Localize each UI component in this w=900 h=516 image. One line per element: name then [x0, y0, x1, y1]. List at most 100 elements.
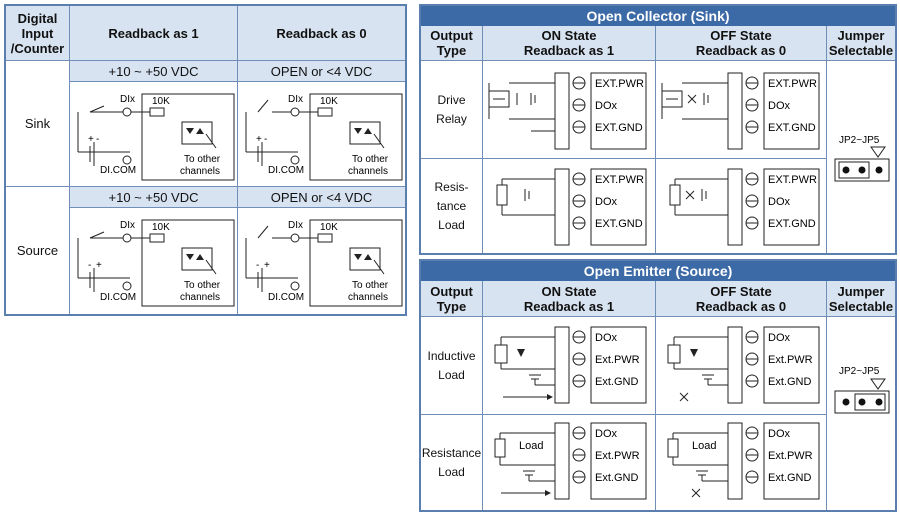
terminal-label: EXT.GND — [595, 218, 643, 230]
wiring-diagram-source-on: DIx 10K - + DI.COM To other channels — [70, 208, 238, 314]
resistor-label: 10K — [152, 222, 170, 233]
header-line: Readback as 1 — [523, 298, 615, 314]
inductive-off-wiring: DOx Ext.PWR Ext.GND — [667, 326, 820, 404]
polarity-top: + — [256, 134, 262, 145]
terminal-label: DOx — [595, 196, 618, 208]
note-line: channels — [348, 166, 388, 177]
header-output-type: Output Type — [421, 26, 483, 61]
row-label-sink: Sink — [6, 61, 70, 187]
sink-resistance-on-diagram: EXT.PWR DOx EXT.GND — [483, 159, 656, 253]
header-line: Selectable — [828, 43, 894, 58]
header-line: Readback as 1 — [523, 43, 615, 58]
header-readback-1: Readback as 1 — [70, 6, 238, 61]
load-label: Load — [519, 440, 543, 452]
resistor-label: 10K — [152, 96, 170, 107]
digital-input-table: Digital Input /Counter Readback as 1 Rea… — [4, 4, 407, 316]
common-label: DI.COM — [100, 165, 136, 176]
wiring-diagram-source-off: DIx 10K - + DI.COM To other channels — [238, 208, 405, 314]
note-line: To other — [184, 154, 221, 165]
polarity-bottom: + — [96, 260, 102, 271]
row-label-resistance-load: Resis- tance Load — [421, 159, 483, 253]
label-line: Load — [438, 217, 465, 232]
terminal-label: Ext.PWR — [595, 450, 640, 462]
header-line: /Counter — [10, 40, 65, 56]
di-sink-readback-0-diagram: DIx 10K + - DI.COM To other channels — [245, 93, 403, 181]
polarity-top: - — [256, 260, 259, 271]
terminal-label: Ext.PWR — [768, 354, 813, 366]
terminal-label: DOx — [595, 428, 618, 440]
header-line: Output — [430, 28, 473, 43]
table-title: Open Emitter (Source) — [421, 261, 895, 281]
header-jumper: Jumper Selectable — [827, 281, 895, 317]
header-line: Readback as 0 — [695, 43, 787, 58]
terminal-label: DOx — [595, 332, 618, 344]
label-line: Relay — [436, 111, 467, 126]
terminal-label: DOx — [768, 428, 791, 440]
header-readback-0: Readback as 0 — [238, 6, 405, 61]
inductive-on-wiring: DOx Ext.PWR Ext.GND — [494, 326, 647, 404]
load-label: Load — [692, 440, 716, 452]
sink-resistance-off-diagram: EXT.PWR DOx EXT.GND — [656, 159, 827, 253]
row-label-drive-relay: Drive Relay — [421, 61, 483, 159]
terminal-label: DOx — [768, 196, 791, 208]
condition-readback-0-source: OPEN or <4 VDC — [238, 187, 405, 208]
terminal-label: EXT.GND — [768, 218, 816, 230]
label-line: Load — [438, 464, 465, 479]
sink-jumper-cell: JP2~JP5 — [827, 61, 895, 253]
di-source-readback-0-diagram: DIx 10K - + DI.COM To other channels — [245, 219, 403, 307]
header-line: Readback as 0 — [695, 298, 787, 314]
source-inductive-off-diagram: DOx Ext.PWR Ext.GND — [656, 317, 827, 415]
jumper-label: JP2~JP5 — [839, 366, 880, 377]
pin-label: DIx — [120, 220, 135, 231]
header-line: Type — [436, 298, 467, 314]
header-line: ON State — [541, 28, 597, 43]
di-sink-readback-1-diagram: DIx 10K + - DI.COM To other channels — [77, 93, 235, 181]
jumper-diagram: JP2~JP5 — [834, 135, 890, 182]
resistor-label: 10K — [320, 96, 338, 107]
header-on-state: ON State Readback as 1 — [483, 26, 656, 61]
row-label-source: Source — [6, 187, 70, 314]
terminal-label: DOx — [768, 332, 791, 344]
jumper-diagram: JP2~JP5 — [834, 366, 890, 414]
common-label: DI.COM — [268, 292, 304, 303]
condition-readback-1-source: +10 ~ +50 VDC — [70, 187, 238, 208]
terminal-label: Ext.PWR — [595, 354, 640, 366]
header-line: Selectable — [828, 298, 894, 314]
source-jumper-cell: JP2~JP5 — [827, 317, 895, 510]
row-label-resistance-load: Resistance Load — [421, 415, 483, 510]
polarity-top: + — [88, 134, 94, 145]
resistance-off-wiring: EXT.PWR DOx EXT.GND — [669, 168, 820, 246]
sink-relay-on-diagram: EXT.PWR DOx EXT.GND — [483, 61, 656, 159]
terminal-label: EXT.PWR — [595, 78, 644, 90]
header-output-type: Output Type — [421, 281, 483, 317]
header-line: Type — [436, 43, 467, 58]
note-line: To other — [352, 154, 389, 165]
open-collector-table: Open Collector (Sink) Output Type ON Sta… — [419, 4, 897, 255]
header-jumper: Jumper Selectable — [827, 26, 895, 61]
note-line: To other — [352, 280, 389, 291]
pin-label: DIx — [120, 94, 135, 105]
header-line: ON State — [541, 283, 597, 299]
terminal-label: Ext.GND — [768, 472, 811, 484]
header-line: Digital — [17, 10, 58, 26]
open-emitter-table: Open Emitter (Source) Output Type ON Sta… — [419, 259, 897, 512]
polarity-bottom: - — [264, 134, 267, 145]
header-line: Input — [21, 25, 54, 41]
label-line: Load — [438, 367, 465, 382]
terminal-label: EXT.PWR — [768, 174, 817, 186]
label-line: Resistance — [421, 445, 482, 460]
common-label: DI.COM — [268, 165, 304, 176]
row-label-inductive-load: Inductive Load — [421, 317, 483, 415]
terminal-label: Ext.GND — [595, 472, 638, 484]
wiring-diagram-sink-off: DIx 10K + - DI.COM To other channels — [238, 82, 405, 187]
terminal-label: EXT.PWR — [595, 174, 644, 186]
source-resistance-on-diagram: Load DOx Ext.PWR Ext.GND — [483, 415, 656, 510]
note-line: To other — [184, 280, 221, 291]
header-off-state: OFF State Readback as 0 — [656, 281, 827, 317]
header-line: Output — [430, 283, 473, 299]
label-line: Inductive — [427, 348, 476, 363]
note-line: channels — [348, 292, 388, 303]
terminal-label: EXT.PWR — [768, 78, 817, 90]
di-source-readback-1-diagram: DIx 10K - + DI.COM To other channels — [77, 219, 235, 307]
condition-readback-1-sink: +10 ~ +50 VDC — [70, 61, 238, 82]
